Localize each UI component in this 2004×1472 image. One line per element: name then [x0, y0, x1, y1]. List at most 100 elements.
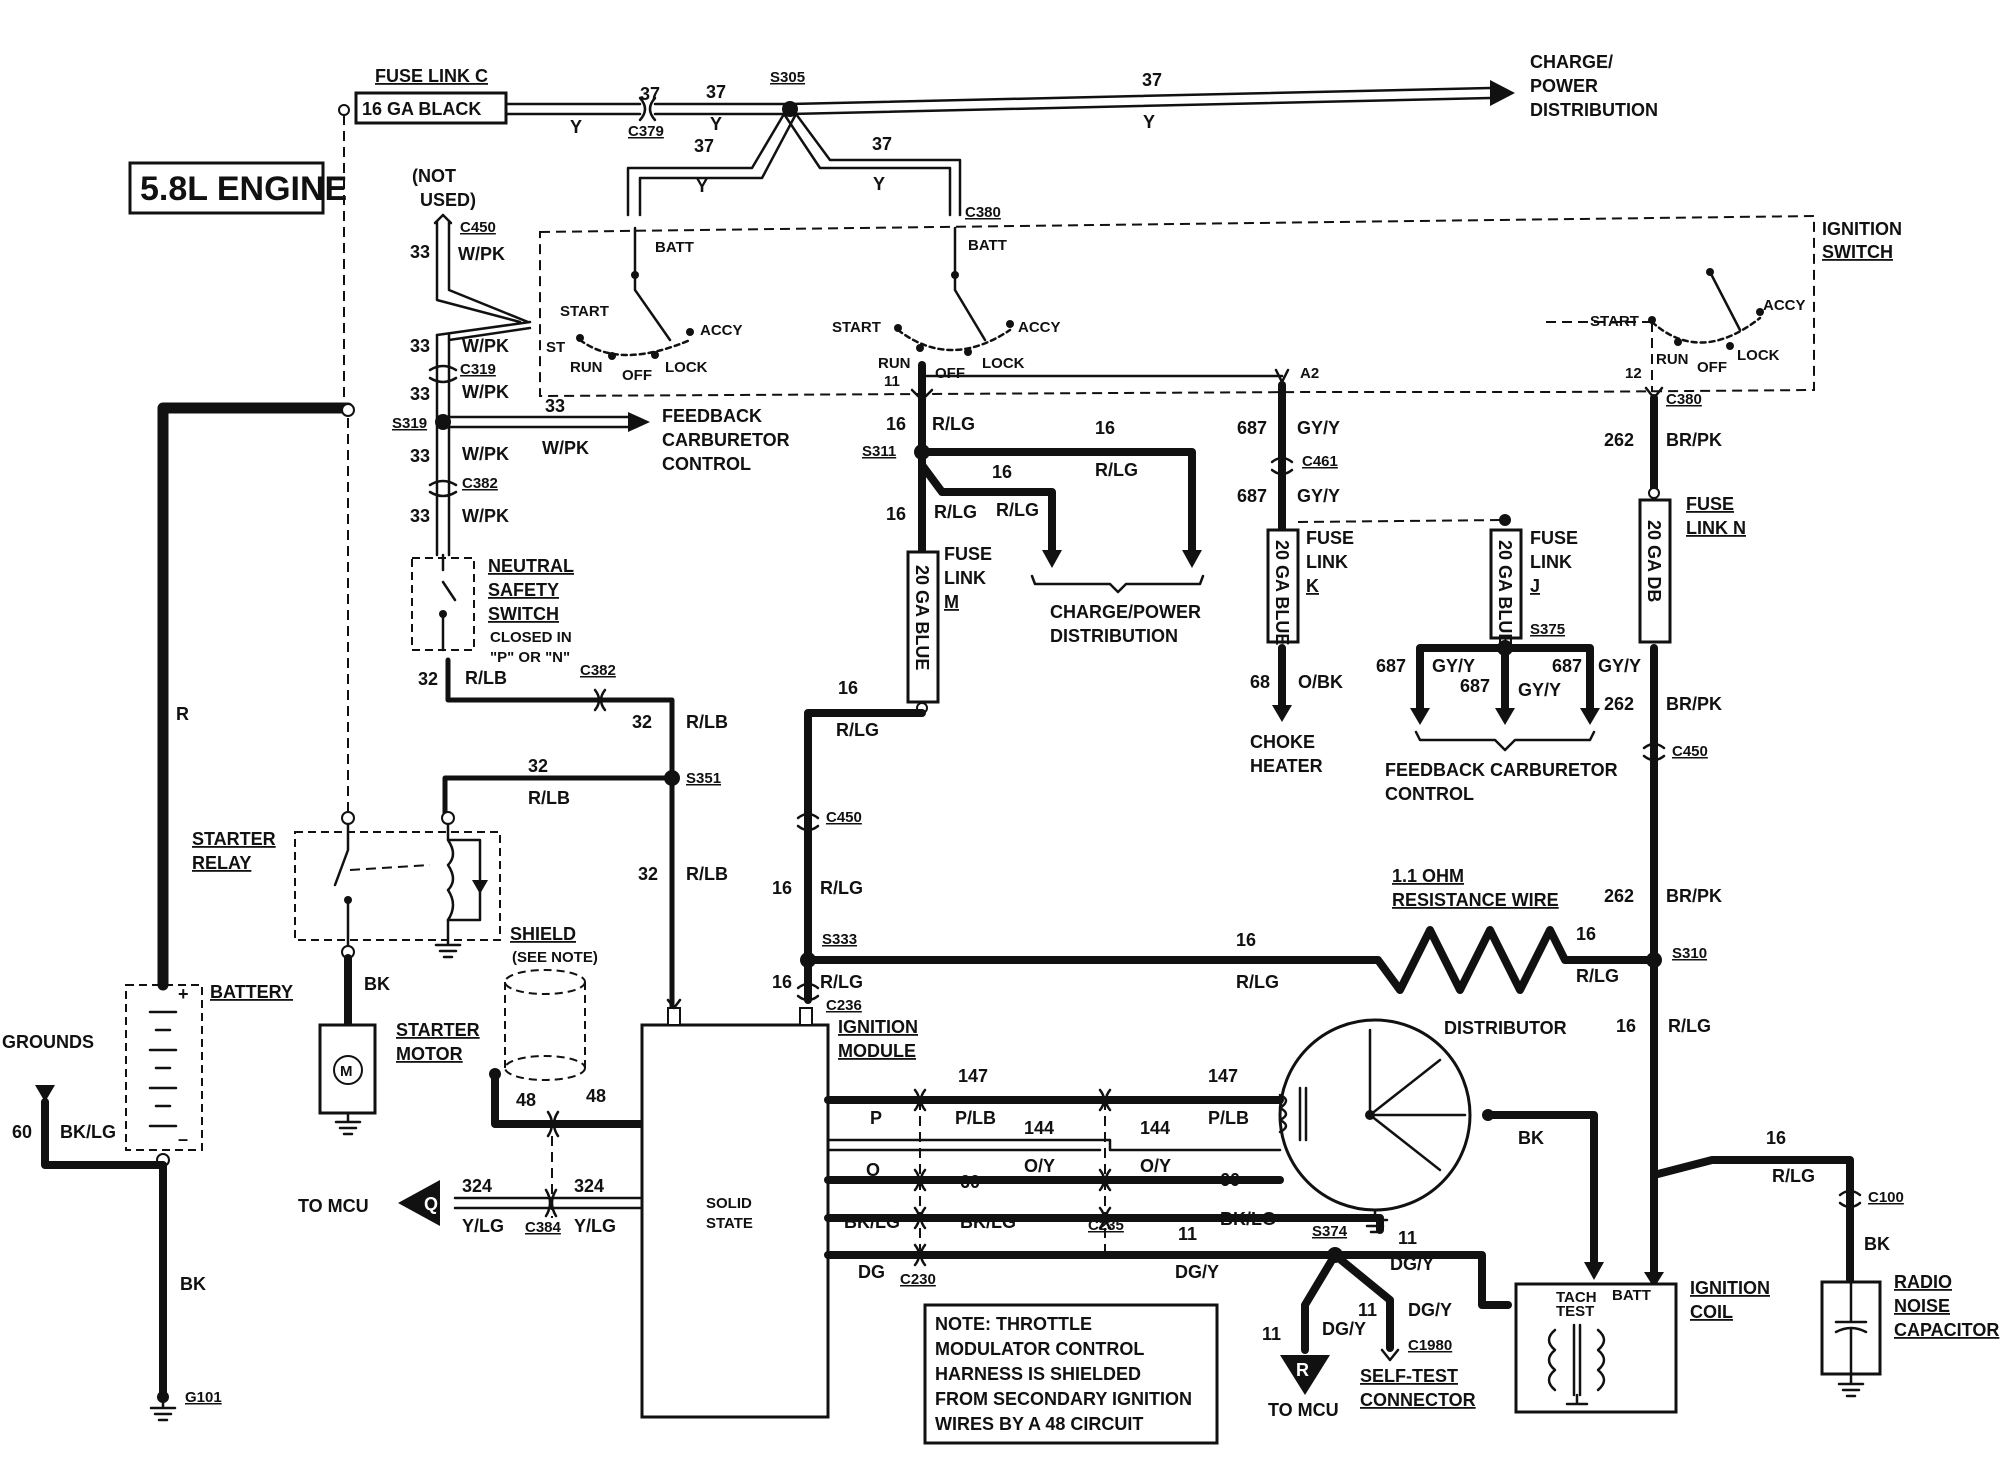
- starter-motor-2: MOTOR: [396, 1044, 463, 1064]
- self-test-2: CONNECTOR: [1360, 1390, 1476, 1410]
- oy-label-2: O/Y: [1140, 1156, 1171, 1176]
- feedback-carb-3: CONTROL: [662, 454, 751, 474]
- r-label: R: [176, 704, 189, 724]
- fuse-link-m-box: [906, 550, 940, 704]
- rlb-label-3: R/LB: [528, 788, 570, 808]
- w11-label-3: 11: [1262, 1324, 1281, 1344]
- brpk-label-3: BR/PK: [1666, 886, 1722, 906]
- w147-label-2: 147: [1208, 1066, 1238, 1086]
- w16-label-10: 16: [1616, 1016, 1636, 1036]
- w262-label-2: 262: [1604, 694, 1634, 714]
- fuse-link-j-1: FUSE: [1530, 528, 1578, 548]
- switch-3-pivot: [1706, 268, 1714, 276]
- neutral-safety-switch-dot: [439, 610, 447, 618]
- fuse-link-n-box: [1638, 498, 1672, 644]
- wpk-label-5: W/PK: [462, 444, 509, 464]
- w33-label-1: 33: [410, 242, 430, 262]
- battery-minus: –: [178, 1129, 188, 1149]
- fuse-k-j-dashed: [1297, 519, 1506, 523]
- wire-48: [491, 1070, 644, 1128]
- mcu-r-label: R: [1296, 1360, 1309, 1380]
- w33-label-3: 33: [410, 384, 430, 404]
- feedback-carb2-2: CONTROL: [1385, 784, 1474, 804]
- neutral-safety-1: NEUTRAL: [488, 556, 574, 576]
- neutral-safety-switch-contact: [441, 553, 457, 652]
- fuse-link-k-1: FUSE: [1306, 528, 1354, 548]
- mcu-q-label: Q: [424, 1194, 438, 1214]
- wire-60-ground: [41, 1098, 167, 1169]
- c450-label-mid: C450: [826, 809, 862, 826]
- module-16-terminal: [799, 1007, 813, 1026]
- rlg-label-5: R/LG: [836, 720, 879, 740]
- coil-batt-label: BATT: [1612, 1287, 1651, 1304]
- battery-label: BATTERY: [210, 982, 293, 1002]
- c1980-label: C1980: [1408, 1337, 1452, 1354]
- wpk-label-6: W/PK: [462, 506, 509, 526]
- w262-label-3: 262: [1604, 886, 1634, 906]
- radio-capacitor-ground: [1837, 1372, 1865, 1398]
- ignition-coil-1: IGNITION: [1690, 1278, 1770, 1298]
- wire-11-dgy: [824, 1251, 1512, 1309]
- w60-label-left: 60: [12, 1122, 32, 1142]
- starter-relay-contact: [333, 822, 350, 887]
- arrow-charge-power: [1490, 80, 1515, 106]
- brpk-label-2: BR/PK: [1666, 694, 1722, 714]
- ignition-coil-box: [1514, 1282, 1678, 1414]
- w687-label-5: 687: [1552, 656, 1582, 676]
- shield-label-1: SHIELD: [510, 924, 576, 944]
- dgy-label-3: DG/Y: [1322, 1319, 1366, 1339]
- wire-32-main: [445, 657, 675, 1013]
- switch-3-arc: [1650, 316, 1762, 344]
- fuse-j-value: 20 GA BLUE: [1495, 540, 1515, 645]
- wire-16-charge-b: [918, 461, 1056, 559]
- fuse-link-n-1: FUSE: [1686, 494, 1734, 514]
- fuse-link-c-value: 16 GA BLACK: [362, 99, 481, 119]
- wire-37-right-branch: [782, 112, 962, 217]
- starter-relay-ground: [434, 918, 462, 959]
- starter-relay-1: STARTER: [192, 829, 276, 849]
- wire-37-b: [653, 102, 792, 116]
- bklg-label-2: BK/LG: [960, 1212, 1016, 1232]
- ignition-module-box: [640, 1023, 830, 1419]
- w16-label-11: 16: [1766, 1128, 1786, 1148]
- wire-16-resistance: [804, 926, 1658, 994]
- c380-mid-connector: [910, 388, 934, 402]
- run-label-2: RUN: [878, 355, 911, 372]
- starter-motor-1: STARTER: [396, 1020, 480, 1040]
- w33-label-5: 33: [410, 446, 430, 466]
- start-label-1: START: [560, 303, 609, 320]
- w37-e-label: 37: [872, 134, 892, 154]
- wire-33-top: [435, 220, 530, 324]
- wire-16-module: [804, 709, 926, 1004]
- p-label: P: [870, 1108, 882, 1128]
- oy-label-1: O/Y: [1024, 1156, 1055, 1176]
- bk-radio-label: BK: [1864, 1234, 1890, 1254]
- neutral-safety-3: SWITCH: [488, 604, 559, 624]
- bklg-label-left: BK/LG: [60, 1122, 116, 1142]
- ignition-coil-ground: [1565, 1393, 1589, 1406]
- ignition-coil-2: COIL: [1690, 1302, 1733, 1322]
- batt-label-1: BATT: [655, 239, 694, 256]
- radio-noise-1: RADIO: [1894, 1272, 1952, 1292]
- fuse-link-j-3: J: [1530, 576, 1540, 596]
- rlg-label-6: R/LG: [820, 878, 863, 898]
- c382-label-top: C382: [462, 475, 498, 492]
- starter-relay-diode: [472, 880, 488, 894]
- charge-power-2-1: CHARGE/POWER: [1050, 602, 1201, 622]
- w48-label-1: 48: [516, 1090, 536, 1110]
- closed-in-2: "P" OR "N": [490, 649, 570, 666]
- c236-label: C236: [826, 997, 862, 1014]
- a2-label: A2: [1300, 365, 1319, 382]
- distributor-ground: [1361, 1208, 1389, 1234]
- starter-relay-box: [294, 831, 501, 941]
- note-line-3: HARNESS IS SHIELDED: [935, 1364, 1141, 1384]
- c450-label-top: C450: [460, 219, 496, 236]
- feedback-brace: [1414, 730, 1596, 752]
- w37-b-label: 37: [706, 82, 726, 102]
- w33-label-6: 33: [410, 506, 430, 526]
- c319-connector: [428, 364, 458, 384]
- c384-connector: [544, 1188, 558, 1218]
- shield-label-2: (SEE NOTE): [512, 949, 598, 966]
- c236-connector: [796, 982, 820, 1002]
- c450-mid-connector: [796, 812, 820, 832]
